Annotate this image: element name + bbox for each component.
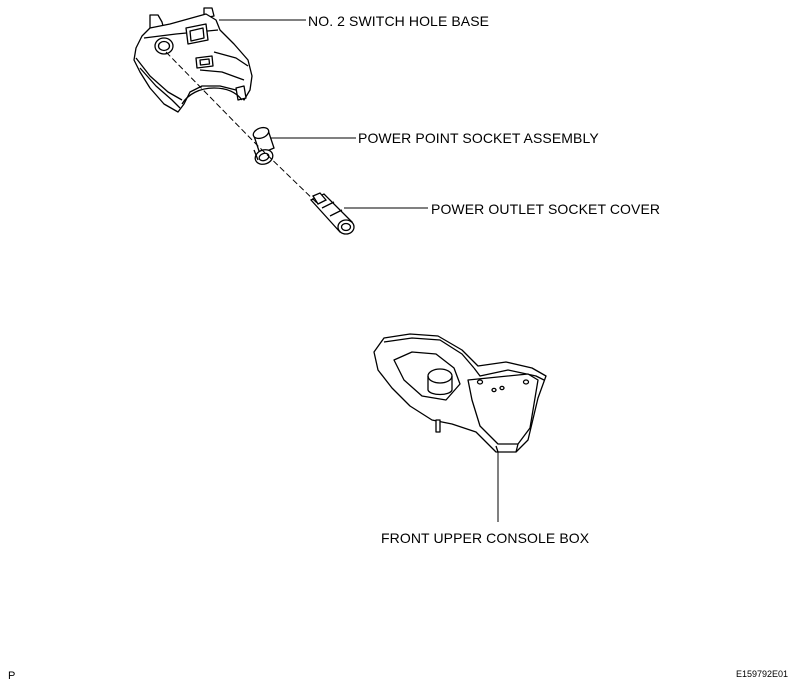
figure-code: E159792E01 — [736, 669, 789, 679]
assembly-axis-line — [165, 51, 319, 205]
corner-mark-p: P — [8, 670, 16, 682]
label-power-outlet-cover: POWER OUTLET SOCKET COVER — [431, 201, 661, 217]
switch-hole-base-part — [133, 7, 253, 113]
leader-lines — [219, 19, 499, 522]
power-outlet-cover-part — [309, 192, 355, 235]
label-switch-hole-base: NO. 2 SWITCH HOLE BASE — [308, 13, 490, 29]
front-upper-console-part — [373, 333, 547, 453]
label-front-upper-console: FRONT UPPER CONSOLE BOX — [381, 530, 590, 546]
power-point-socket-part — [252, 126, 275, 165]
label-power-point-socket: POWER POINT SOCKET ASSEMBLY — [358, 130, 599, 146]
